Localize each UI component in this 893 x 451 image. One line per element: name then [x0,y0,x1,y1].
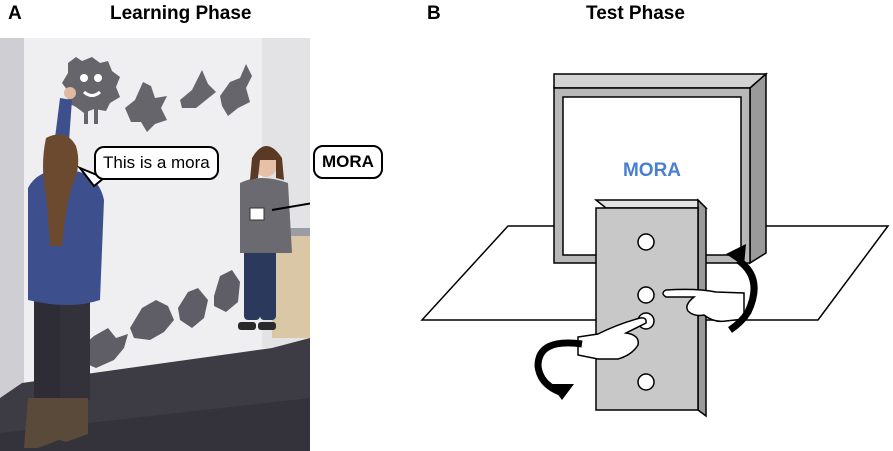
learning-phase-photo [0,38,310,451]
right-hand [662,288,745,323]
plush-toys-top-row [62,57,252,132]
plush-toy [130,300,174,340]
speech-bubble: This is a mora [94,146,219,180]
mora-label-card: MORA [313,145,383,179]
speech-bubble-tail [76,165,106,188]
woman-pointing [24,87,104,448]
panel-b-letter: B [427,3,441,24]
panel-a-title: Learning Phase [110,3,252,24]
plush-toy [214,270,240,312]
plush-toys-bottom-row [80,270,240,368]
response-button-4 [637,373,655,391]
plush-toy [125,82,167,132]
label-pointer [271,202,310,211]
turn-arrow-right [726,244,758,333]
response-button-2 [637,286,655,304]
turn-arrow-left [534,339,583,400]
woman-standing [238,146,292,330]
panel-a-letter: A [8,3,22,24]
panel-b-title: Test Phase [586,3,685,24]
plush-toy [80,328,128,368]
test-phase-diagram: MORA [420,72,890,418]
plush-mora-toy [62,57,120,124]
screen-word: MORA [623,160,681,181]
plush-toy [178,288,208,328]
plush-toy [180,70,216,108]
left-hand [577,317,647,360]
response-button-1 [637,233,655,251]
plush-toy [220,64,252,116]
